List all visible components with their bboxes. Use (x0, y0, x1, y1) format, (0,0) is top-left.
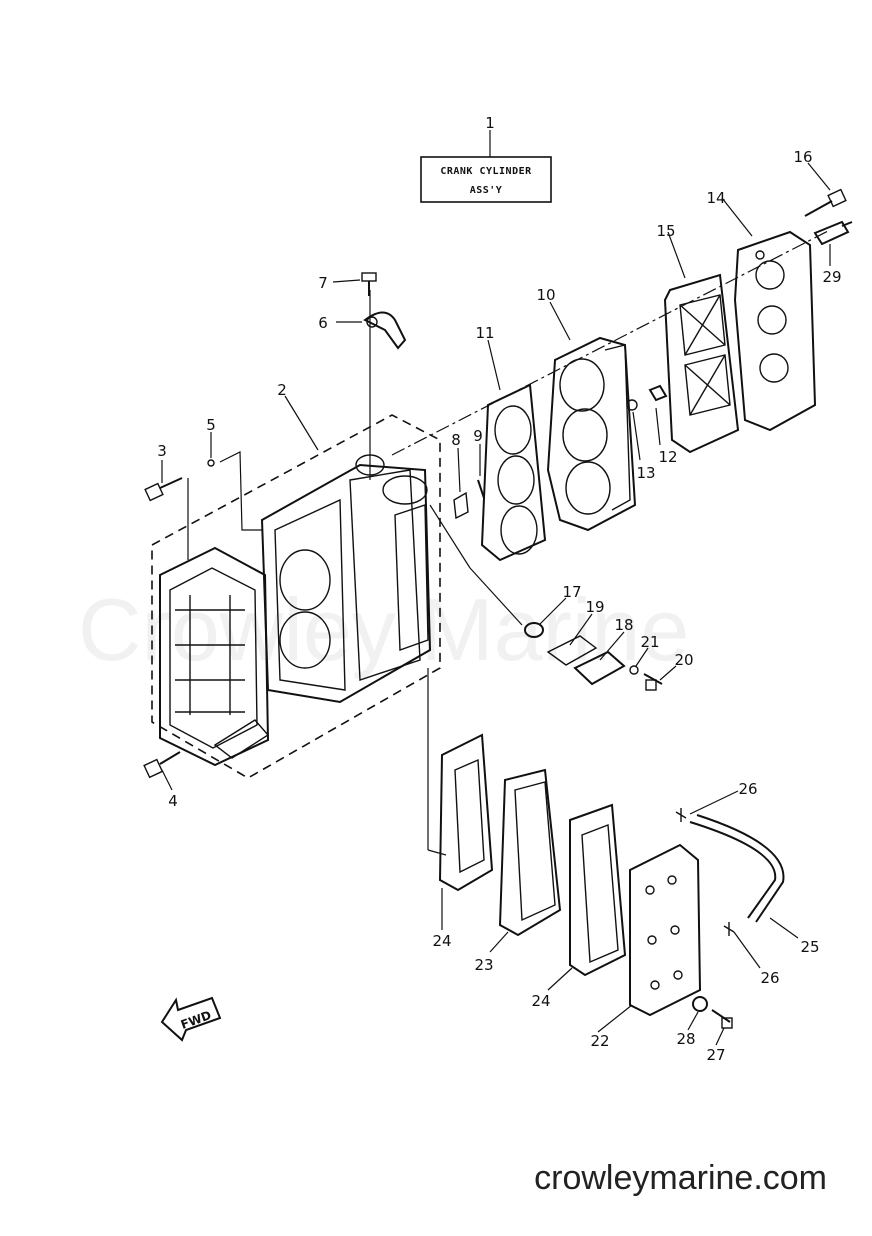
callout-4: 4 (168, 792, 178, 810)
callout-29: 29 (822, 268, 841, 286)
callout-labels: 1 2 3 4 5 6 7 8 9 10 11 12 13 14 15 16 1… (157, 114, 841, 1064)
callout-24b: 24 (531, 992, 550, 1010)
callout-18: 18 (614, 616, 633, 634)
callout-23: 23 (474, 956, 493, 974)
website-label: crowleymarine.com (534, 1159, 827, 1197)
clip-26a (675, 808, 687, 822)
callout-10: 10 (536, 286, 555, 304)
gasket-15 (663, 273, 740, 454)
callout-24a: 24 (432, 932, 451, 950)
plug-17 (524, 622, 544, 638)
callout-21: 21 (640, 633, 659, 651)
o-ring-13 (626, 399, 638, 411)
callout-7: 7 (318, 274, 328, 292)
callout-15: 15 (656, 222, 675, 240)
callout-20: 20 (674, 651, 693, 669)
callout-27: 27 (706, 1046, 725, 1064)
pin-5 (207, 459, 215, 467)
clamp-6 (363, 311, 407, 350)
callout-26b: 26 (760, 969, 779, 987)
callout-13: 13 (636, 464, 655, 482)
gasket-24b (569, 803, 627, 977)
callout-19: 19 (585, 598, 604, 616)
callout-5: 5 (206, 416, 216, 434)
callout-8: 8 (451, 431, 461, 449)
callout-28: 28 (676, 1030, 695, 1048)
cylinder-head-10 (546, 336, 637, 532)
title-box: CRANK CYLINDER ASS'Y (420, 130, 552, 203)
callout-14: 14 (706, 189, 725, 207)
callout-6: 6 (318, 314, 328, 332)
bolt-20 (643, 673, 663, 691)
hose-25 (689, 814, 785, 923)
head-cover-14 (733, 230, 817, 432)
callout-25: 25 (800, 938, 819, 956)
cover-22 (629, 843, 702, 1017)
callout-3: 3 (157, 442, 167, 460)
callout-12: 12 (658, 448, 677, 466)
callout-2: 2 (277, 381, 287, 399)
fwd-label: FWD (179, 1008, 213, 1032)
plate-8 (453, 491, 469, 520)
center-line (391, 229, 831, 456)
callout-9: 9 (473, 427, 483, 445)
washer-21 (629, 665, 639, 675)
leader-lines (161, 162, 831, 1046)
gasket-24a (438, 733, 494, 892)
callout-16: 16 (793, 148, 812, 166)
callout-11: 11 (475, 324, 494, 342)
fwd-arrow-icon: FWD (160, 996, 222, 1042)
title-box-line1: CRANK CYLINDER (440, 166, 532, 177)
plug-12 (648, 384, 668, 402)
callout-1: 1 (485, 114, 495, 132)
cover-18 (573, 650, 626, 686)
bolt-7 (361, 272, 377, 296)
assembly-boundary (151, 414, 441, 779)
bolt-27 (711, 1009, 733, 1029)
washer-28 (692, 996, 708, 1012)
clip-26b (723, 922, 735, 936)
bolt-16 (804, 188, 847, 217)
gasket-11 (480, 383, 547, 562)
plate-23 (498, 768, 562, 937)
sender-29 (813, 220, 853, 246)
gasket-19 (546, 635, 598, 666)
callout-26a: 26 (738, 780, 757, 798)
dowel-9 (477, 479, 485, 499)
title-box-line2: ASS'Y (470, 185, 503, 196)
crankcase (159, 454, 432, 767)
callout-17: 17 (562, 583, 581, 601)
callout-22: 22 (590, 1032, 609, 1050)
bolt-3 (144, 477, 183, 502)
bolt-4 (143, 751, 181, 779)
